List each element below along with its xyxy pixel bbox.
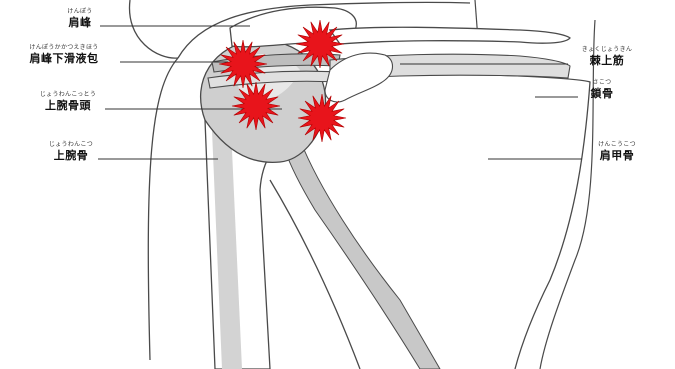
arm-outline <box>148 58 178 360</box>
label-acromion: けんぽう 肩峰 <box>58 9 102 28</box>
scapular-spine-band <box>285 140 440 369</box>
torso-outline <box>129 0 178 58</box>
label-scapula: けんこうこつ 肩甲骨 <box>584 142 650 161</box>
pain-marker-tendon <box>298 94 346 142</box>
label-humerus: じょうわんこつ 上腕骨 <box>42 142 100 161</box>
label-clavicle: さこつ 鎖骨 <box>580 80 624 99</box>
clavicle <box>330 27 570 44</box>
pain-marker-bursa <box>219 40 267 88</box>
label-subacromial-bursa: けんぽうかかつえきほう 肩峰下滑液包 <box>6 45 122 64</box>
label-humeral-head: じょうわんこっとう 上腕骨頭 <box>30 92 106 111</box>
pain-marker-humeral-head <box>232 82 280 130</box>
pain-marker-acromion <box>296 20 344 68</box>
label-supraspinatus: きょくじょうきん 棘上筋 <box>570 47 644 66</box>
